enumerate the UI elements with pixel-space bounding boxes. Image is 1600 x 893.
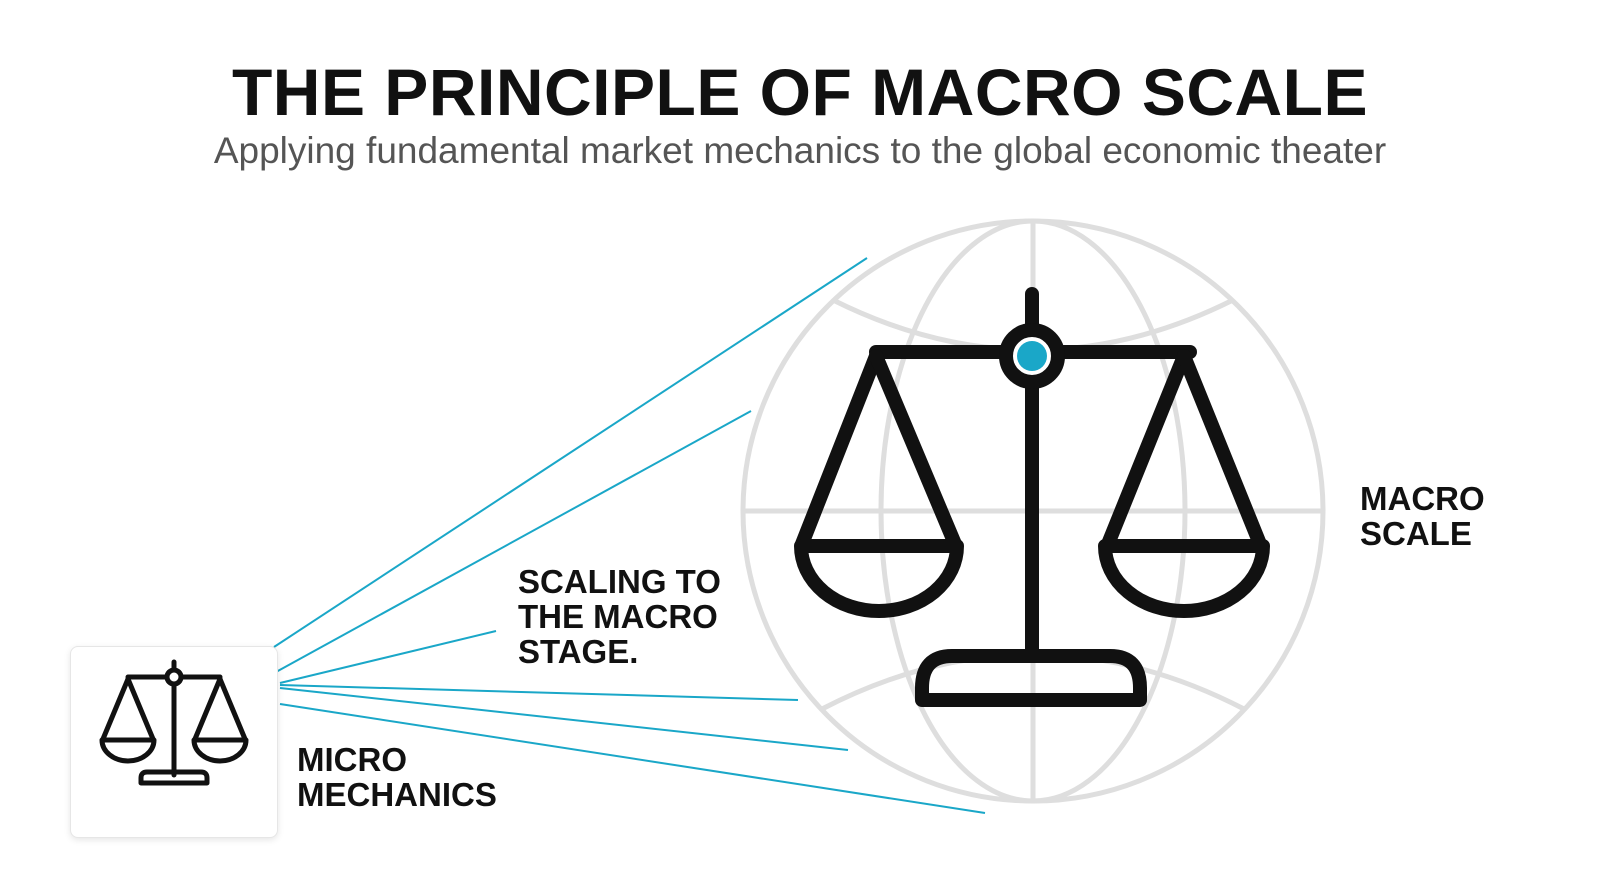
micro-label-line: MECHANICS <box>297 776 497 813</box>
scaling-label-line: THE MACRO <box>518 598 718 635</box>
projection-ray <box>279 687 849 751</box>
pivot-dot <box>1017 341 1047 371</box>
projection-ray <box>279 630 497 684</box>
scaling-label: SCALING TO THE MACRO STAGE. <box>518 564 721 669</box>
projection-ray <box>279 703 986 814</box>
scaling-label-line: STAGE. <box>518 633 639 670</box>
scaling-label-line: SCALING TO <box>518 563 721 600</box>
macro-label-line: SCALE <box>1360 515 1472 552</box>
page-subtitle: Applying fundamental market mechanics to… <box>213 130 1387 171</box>
macro-scale-label: MACRO SCALE <box>1360 481 1485 551</box>
projection-ray <box>275 410 752 673</box>
macro-label-line: MACRO <box>1360 480 1485 517</box>
micro-label-line: MICRO <box>297 741 407 778</box>
projection-ray <box>273 257 868 648</box>
micro-mechanics-label: MICRO MECHANICS <box>297 742 497 812</box>
balance-scale-icon <box>99 659 249 786</box>
micro-mechanics-card <box>70 646 278 838</box>
projection-ray <box>279 684 799 701</box>
page-title: THE PRINCIPLE OF MACRO SCALE <box>231 55 1369 129</box>
projection-rays <box>273 257 986 814</box>
